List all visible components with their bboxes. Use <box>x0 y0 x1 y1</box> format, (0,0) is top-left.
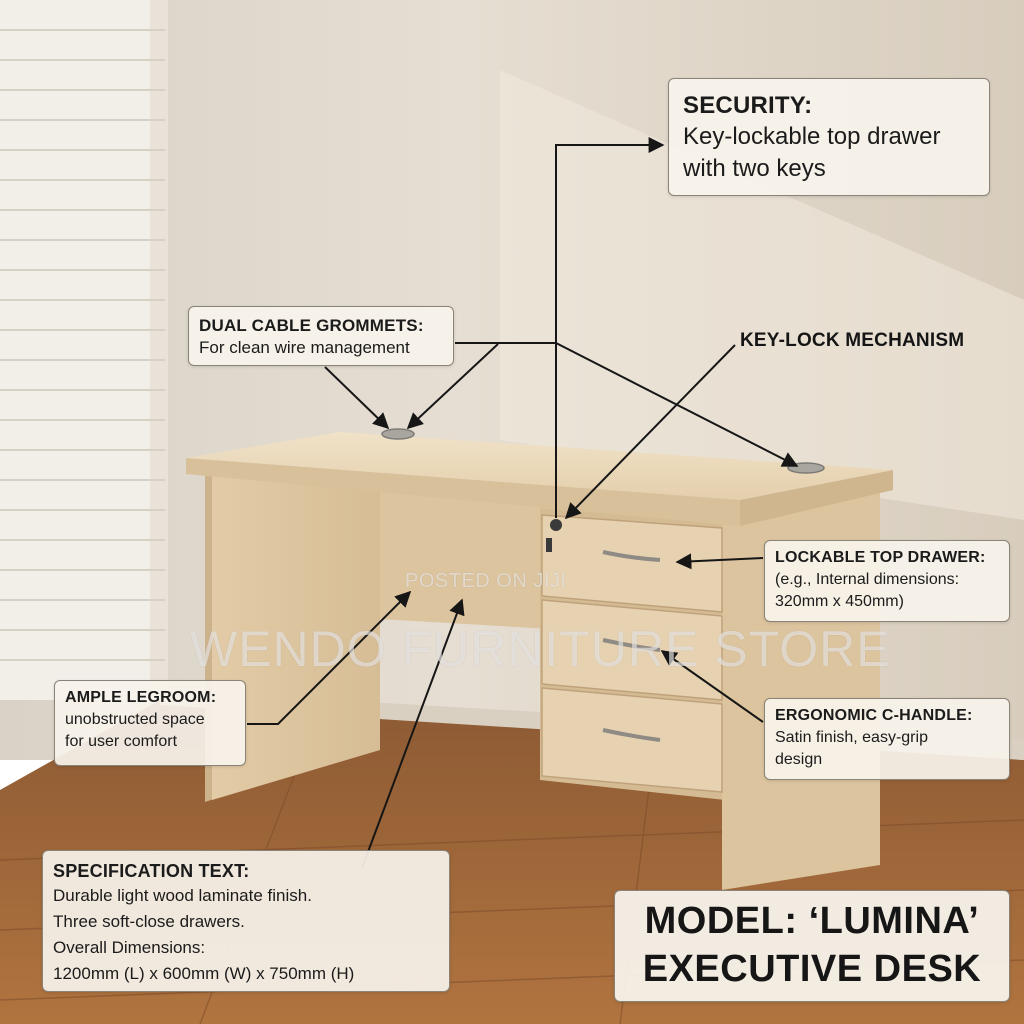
callout-model-name: MODEL: ‘LUMINA’ EXECUTIVE DESK <box>614 890 1010 1002</box>
callout-title: LOCKABLE TOP DRAWER: <box>775 549 986 566</box>
drawer-handle <box>602 728 661 742</box>
label-keylock-mechanism: KEY-LOCK MECHANISM <box>740 330 965 351</box>
annotation-arrows <box>247 137 799 869</box>
callout-legroom: AMPLE LEGROOM: unobstructed space for us… <box>54 680 246 766</box>
callout-title: ERGONOMIC C-HANDLE: <box>775 707 973 724</box>
model-line: MODEL: ‘LUMINA’ <box>644 900 980 942</box>
cable-grommet-icon <box>381 428 415 440</box>
watermark-store: WENDO FURNITURE STORE <box>190 621 891 677</box>
callout-line: 320mm x 450mm) <box>775 593 904 610</box>
desk-top <box>186 432 893 500</box>
callout-security: SECURITY: Key-lockable top drawer with t… <box>668 78 990 196</box>
keylock-icon <box>550 519 562 531</box>
callout-ergonomic-handle: ERGONOMIC C-HANDLE: Satin finish, easy-g… <box>764 698 1010 780</box>
watermark-posted: POSTED ON JIJI <box>405 570 567 592</box>
window-blinds <box>0 0 168 700</box>
callout-line: Key-lockable top drawer <box>683 123 941 150</box>
callout-line: (e.g., Internal dimensions: <box>775 571 960 588</box>
callout-line: unobstructed space <box>65 711 205 728</box>
callout-title: AMPLE LEGROOM: <box>65 689 217 706</box>
callout-title: SECURITY: <box>683 92 813 119</box>
callout-line: 1200mm (L) x 600mm (W) x 750mm (H) <box>53 964 355 983</box>
callout-specification: SPECIFICATION TEXT: Durable light wood l… <box>42 850 450 992</box>
drawer-handle <box>602 638 661 652</box>
callout-line: Durable light wood laminate finish. <box>53 886 312 905</box>
callout-line: for user comfort <box>65 733 178 750</box>
callout-line: with two keys <box>683 155 826 182</box>
model-line: EXECUTIVE DESK <box>642 948 982 990</box>
callout-line: design <box>775 751 823 768</box>
drawer-handle <box>602 550 661 562</box>
callout-title: SPECIFICATION TEXT: <box>53 861 250 881</box>
callout-lockable-drawer: LOCKABLE TOP DRAWER: (e.g., Internal dim… <box>764 540 1010 622</box>
callout-cable-grommets: DUAL CABLE GROMMETS: For clean wire mana… <box>188 306 454 366</box>
callout-line: Overall Dimensions: <box>53 938 206 957</box>
callout-line: For clean wire management <box>199 338 410 357</box>
drawer-stack <box>541 514 723 793</box>
callout-title: DUAL CABLE GROMMETS: <box>199 316 424 335</box>
callout-line: Three soft-close drawers. <box>53 912 245 931</box>
callout-line: Satin finish, easy-grip <box>775 729 928 746</box>
desk <box>186 428 893 890</box>
